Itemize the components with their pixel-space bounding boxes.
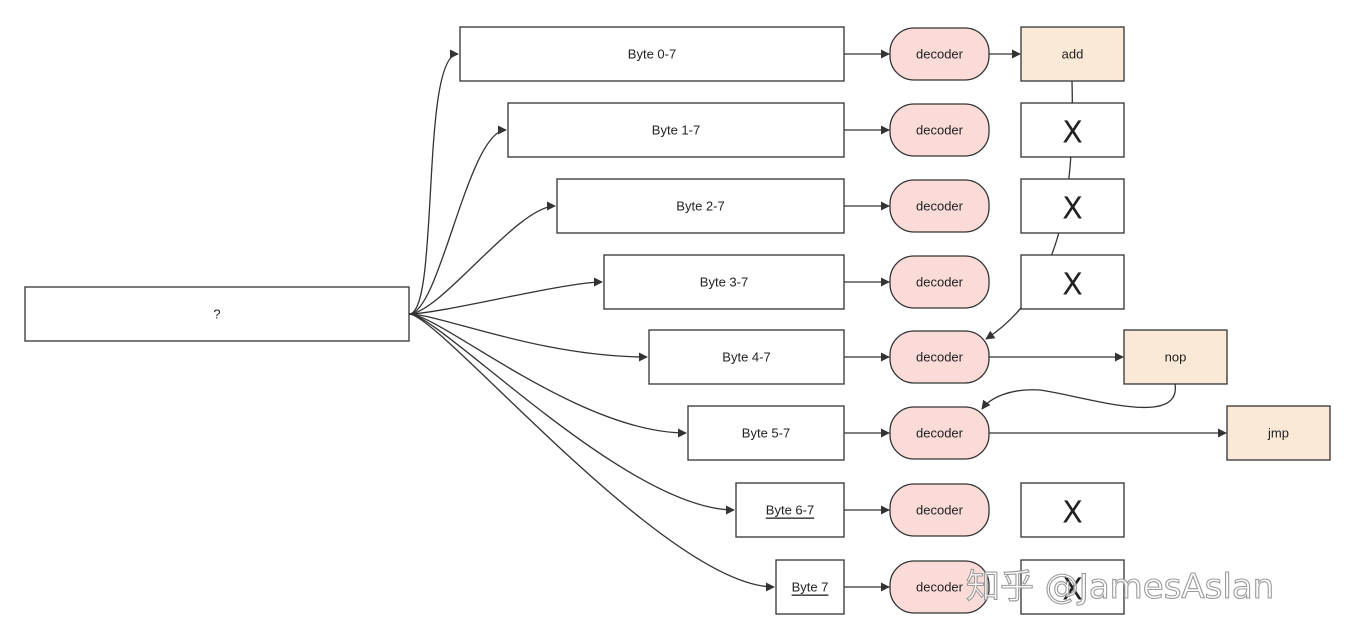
byte-slice-box — [648, 329, 845, 385]
watermark: 知乎 @JamesAslan — [966, 567, 1274, 607]
invalid-box — [1020, 102, 1125, 158]
decoder-label: decoder — [916, 503, 964, 518]
edge-source-to-slice — [408, 201, 556, 315]
source-box — [24, 286, 410, 342]
invalid-box — [1020, 559, 1125, 615]
invalid-mark: X — [1062, 573, 1083, 608]
edge-source-to-slice — [408, 313, 648, 362]
byte-slice-label: Byte 5-7 — [742, 426, 790, 441]
byte-slice-label: Byte 3-7 — [700, 275, 748, 290]
decoder-node — [889, 483, 990, 537]
decoder-node — [889, 103, 990, 157]
byte-slice-box — [556, 178, 845, 234]
byte-slice-label: Byte 2-7 — [676, 199, 724, 214]
byte-slice-label: Byte 7 — [792, 580, 829, 595]
edge-source-to-slice — [408, 313, 687, 438]
instruction-label: add — [1062, 47, 1084, 62]
byte-slice-box — [603, 254, 845, 310]
decoder-label: decoder — [916, 426, 964, 441]
instruction-label: nop — [1165, 350, 1187, 365]
edge-source-to-slice — [408, 49, 459, 315]
invalid-mark: X — [1062, 116, 1083, 151]
byte-slice-box — [459, 26, 845, 82]
invalid-box — [1020, 482, 1125, 538]
edge-nop-to-byte5-decoder — [981, 383, 1176, 410]
instruction-box — [1020, 26, 1125, 82]
edge-source-to-slice — [408, 125, 507, 315]
decoder-label: decoder — [916, 350, 964, 365]
invalid-box — [1020, 254, 1125, 310]
decoder-label: decoder — [916, 47, 964, 62]
byte-slice-label: Byte 1-7 — [652, 123, 700, 138]
decoder-node — [889, 406, 990, 460]
instruction-box — [1226, 405, 1331, 461]
source-label: ? — [213, 307, 220, 322]
edge-source-to-slice — [408, 313, 735, 515]
decoder-node — [889, 255, 990, 309]
byte-slice-label: Byte 4-7 — [722, 350, 770, 365]
byte-slice-label: Byte 0-7 — [628, 47, 676, 62]
invalid-mark: X — [1062, 496, 1083, 531]
byte-slice-box — [507, 102, 845, 158]
instruction-box — [1123, 329, 1228, 385]
invalid-mark: X — [1062, 268, 1083, 303]
byte-slice-box — [775, 559, 845, 615]
decoder-node — [889, 179, 990, 233]
instruction-label: jmp — [1267, 426, 1289, 441]
decoder-node — [889, 560, 990, 614]
decoder-label: decoder — [916, 275, 964, 290]
edge-source-to-slice — [408, 313, 775, 592]
invalid-mark: X — [1062, 192, 1083, 227]
byte-slice-box — [687, 405, 845, 461]
decoder-label: decoder — [916, 580, 964, 595]
decoder-label: decoder — [916, 199, 964, 214]
decoder-node — [889, 330, 990, 384]
byte-slice-box — [735, 482, 845, 538]
byte-slice-label: Byte 6-7 — [766, 503, 814, 518]
decoder-node — [889, 27, 990, 81]
decoder-label: decoder — [916, 123, 964, 138]
invalid-box — [1020, 178, 1125, 234]
edge-source-to-slice — [408, 277, 603, 315]
